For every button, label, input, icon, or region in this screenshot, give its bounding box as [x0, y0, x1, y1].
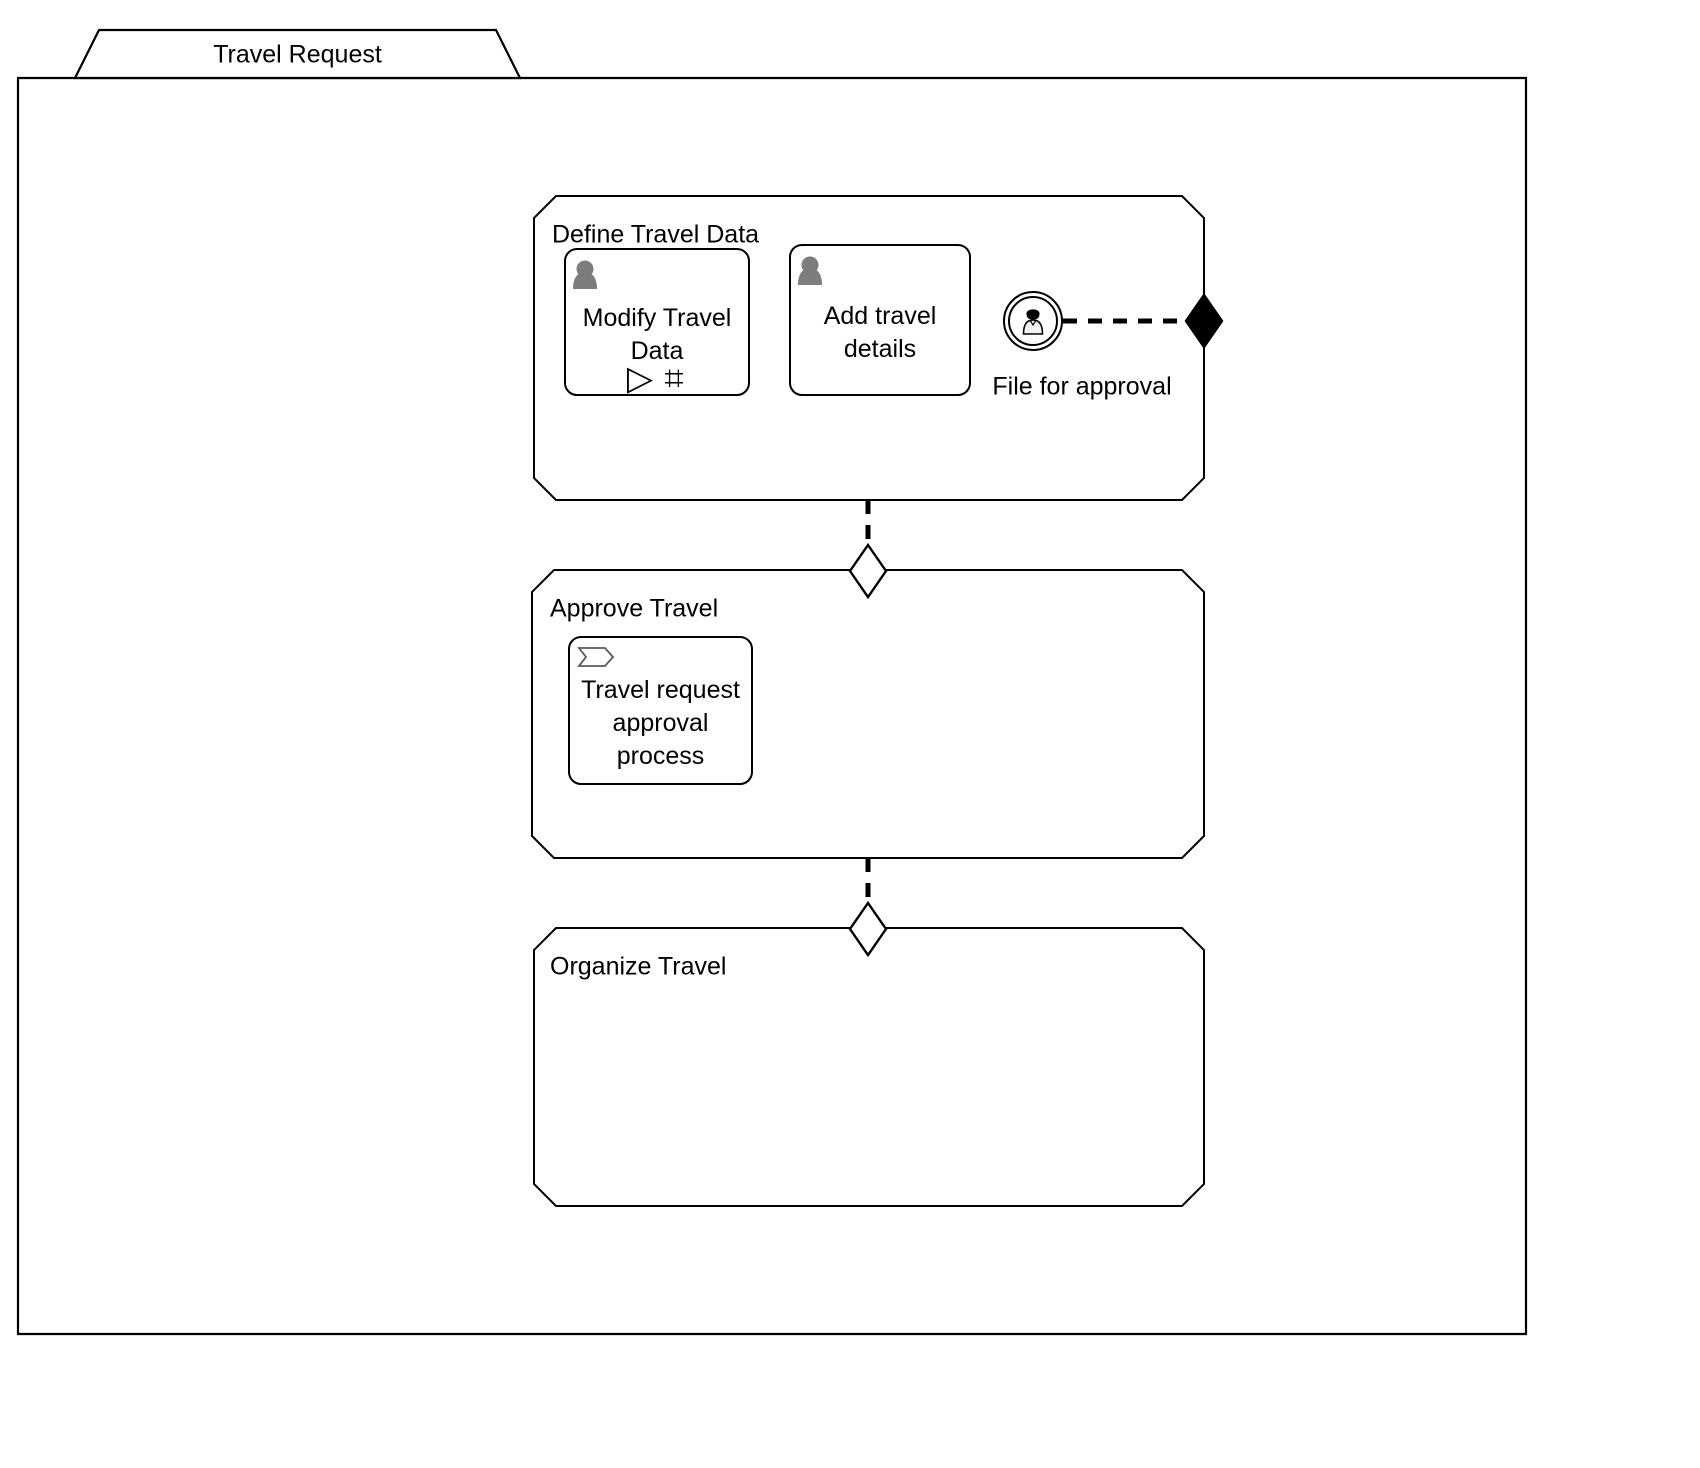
task-label-line: Travel request	[581, 676, 740, 704]
title-tab-shape	[73, 28, 522, 80]
task-box[interactable]	[564, 248, 750, 396]
node-label-file-for-approval: File for approval	[992, 373, 1171, 401]
connector-define-to-approve[interactable]	[848, 500, 888, 600]
group-label-organize-travel: Organize Travel	[550, 953, 726, 981]
task-label-line: approval	[613, 709, 709, 737]
node-file-for-approval[interactable]: File for approval	[992, 291, 1172, 401]
connector-file-for-approval-to-boundary[interactable]	[1063, 292, 1224, 350]
task-add-travel-details[interactable]: Add travel details	[789, 244, 971, 396]
call-activity-banner-icon	[577, 647, 615, 667]
task-label-line: Data	[631, 337, 684, 365]
connectors-layer	[848, 292, 1224, 958]
task-box[interactable]	[789, 244, 971, 396]
task-label-line: details	[844, 335, 916, 363]
actor-person-icon	[1022, 309, 1044, 335]
task-label-line: process	[617, 742, 705, 770]
hollow-diamond-marker	[848, 900, 888, 958]
play-triangle-marker: ▷	[627, 359, 654, 399]
person-icon	[798, 256, 822, 285]
group-label-define-travel-data: Define Travel Data	[552, 221, 759, 249]
group-outline[interactable]	[533, 927, 1205, 1207]
task-label-line: Modify Travel	[583, 304, 732, 332]
page-title: Travel Request	[213, 41, 382, 69]
hollow-diamond-marker	[848, 542, 888, 600]
task-modify-travel-data[interactable]: Modify Travel Data ▷ ⌗	[564, 248, 750, 399]
group-label-approve-travel: Approve Travel	[550, 595, 718, 623]
task-label-line: Add travel	[824, 302, 937, 330]
sharp-parallel-marker: ⌗	[664, 359, 683, 399]
person-icon	[573, 260, 597, 289]
filled-diamond-marker	[1184, 292, 1224, 350]
task-box[interactable]	[568, 636, 753, 785]
task-travel-request-approval-process[interactable]: Travel request approval process	[568, 636, 753, 785]
connector-approve-to-organize[interactable]	[848, 858, 888, 958]
group-organize-travel[interactable]: Organize Travel	[533, 927, 1205, 1207]
